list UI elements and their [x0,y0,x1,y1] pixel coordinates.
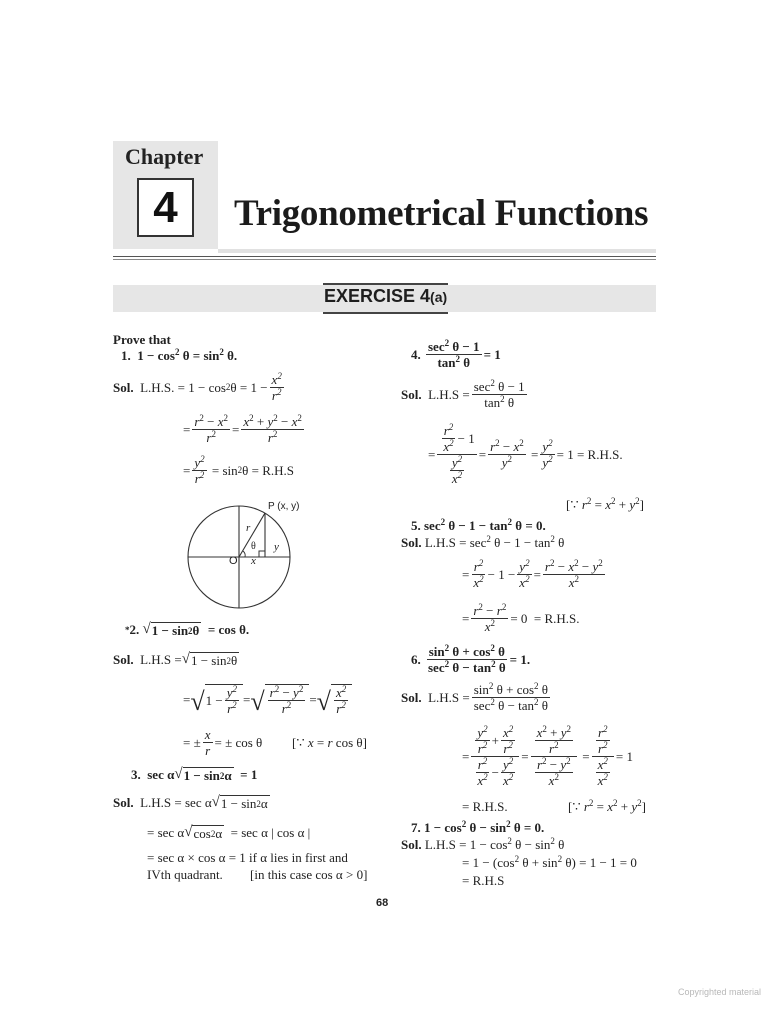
problem-7-solution-line-3: = R.H.S [462,873,505,888]
chapter-number: 4 [137,178,194,237]
sol-label: Sol. [401,689,422,705]
sol-label: Sol. [401,837,422,852]
problem-4-note: [∵ r2 = x2 + y2] [566,496,645,512]
problem-4-number: 4. [411,346,421,362]
diagram-adj-label: x [251,555,256,567]
intro-text: Prove that [113,332,171,347]
sol-label: Sol. [401,386,422,402]
problem-7-number: 7. [411,820,421,835]
problem-3-solution-line-4: IVth quadrant. [147,867,223,882]
exercise-band [113,285,656,312]
problem-5-solution-line-1: Sol. L.H.S = sec2 θ − 1 − tan2 θ [401,534,565,550]
page-number: 68 [376,897,389,909]
problem-7-statement: 7. 1 − cos2 θ − sin2 θ = 0. [411,819,545,835]
diagram-opp-label: y [274,541,279,553]
header-strip [218,249,656,253]
unit-circle-diagram [187,505,291,609]
problem-2-note: [∵ x = r cos θ] [292,735,367,750]
problem-5-number: 5. [411,518,421,533]
sol-label: Sol. [113,379,134,395]
header-rule-secondary [113,259,656,260]
sol-label: Sol. [401,535,422,550]
exercise-suffix: (a) [430,289,448,305]
problem-6-note: [∵ r2 = x2 + y2] [568,798,647,814]
diagram-point-label: P (x, y) [268,501,300,512]
problem-1-statement: 1. 1 − cos2 θ = sin2 θ. [121,347,238,363]
problem-7-solution-line-2: = 1 − (cos2 θ + sin2 θ) = 1 − 1 = 0 [462,854,637,870]
exercise-title-text: EXERCISE 4 [324,286,431,306]
problem-7-solution-line-1: Sol. L.H.S = 1 − cos2 θ − sin2 θ [401,836,565,852]
diagram-hyp-label: r [246,522,251,534]
exercise-title: EXERCISE 4(a) [323,283,449,314]
problem-5-statement: 5. sec2 θ − 1 − tan2 θ = 0. [411,517,546,533]
problem-3-number: 3. [131,767,141,782]
problem-3-solution-line-3: = sec α × cos α = 1 if α lies in first a… [147,850,348,865]
header-rule [113,256,656,257]
problem-6-number: 6. [411,651,421,667]
sol-label: Sol. [113,652,134,667]
chapter-title: Trigonometrical Functions [234,193,649,234]
problem-3-note: [in this case cos α > 0] [250,867,368,882]
copyright-watermark: Copyrighted material [678,987,762,997]
problem-2-number: 2. [129,622,140,637]
chapter-label: Chapter [125,144,204,169]
diagram-angle-label: θ [251,541,256,552]
diagram-origin-label: O [229,555,238,567]
sol-label: Sol. [113,795,134,810]
problem-1-number: 1. [121,348,131,363]
problem-6-solution-line-3: = R.H.S. [462,799,508,814]
